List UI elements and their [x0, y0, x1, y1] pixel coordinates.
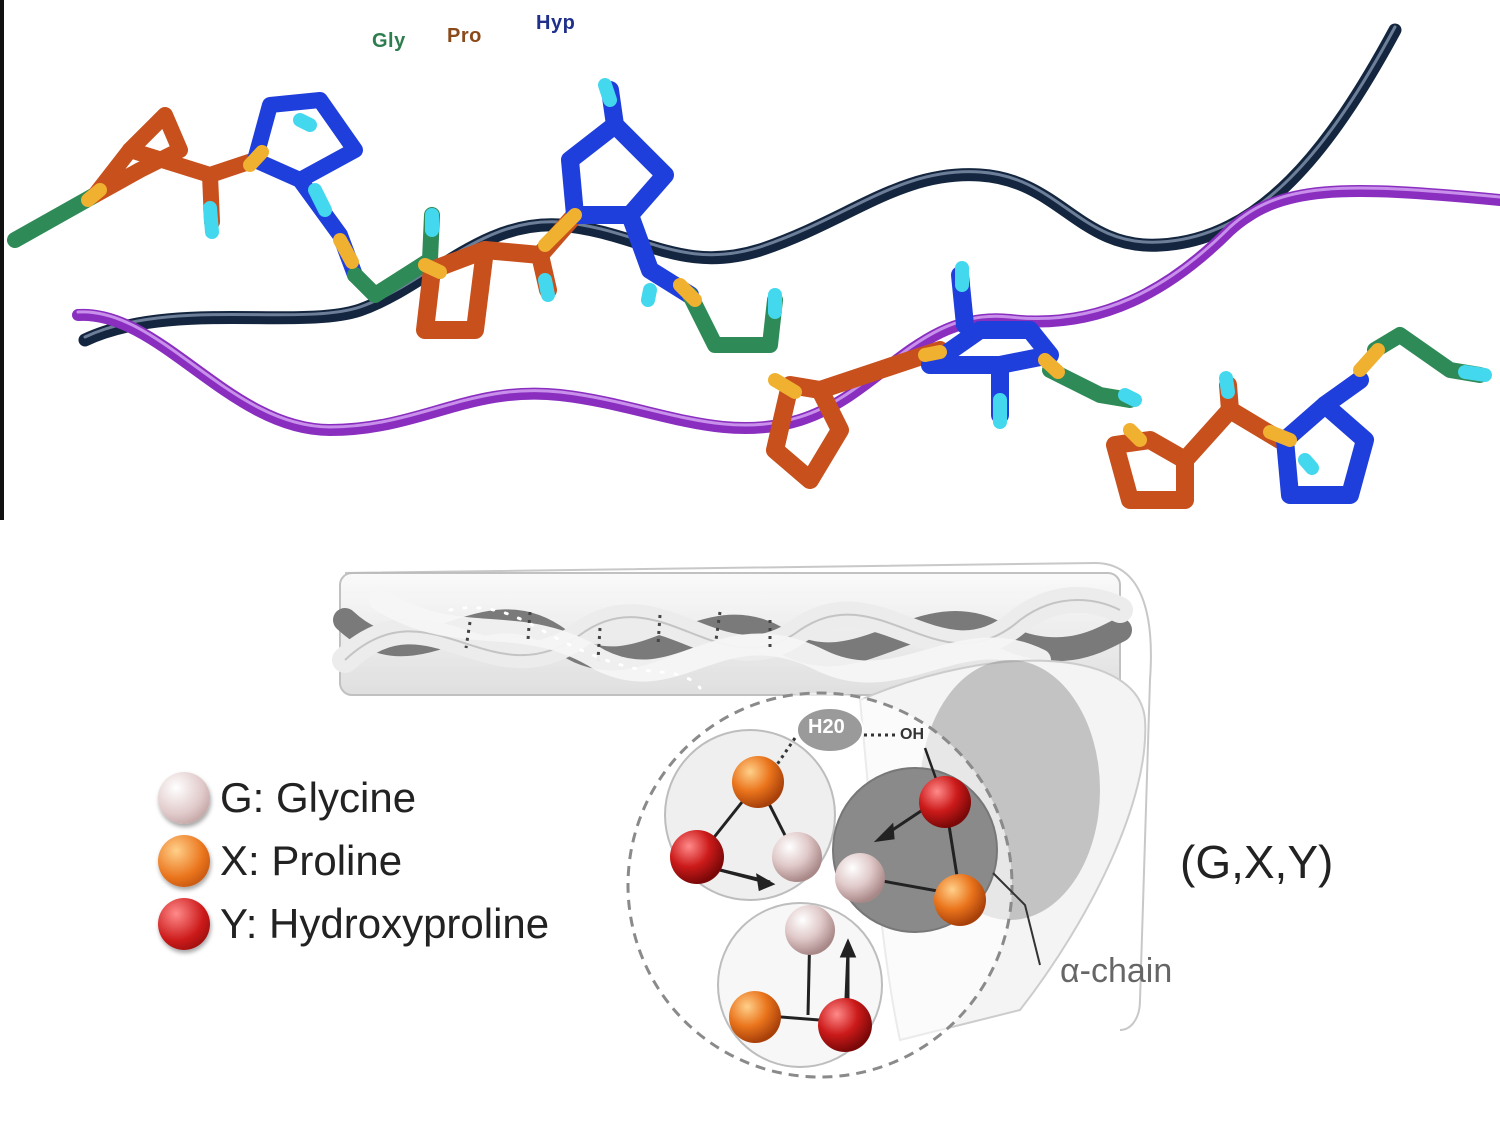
panel-border	[0, 0, 4, 520]
legend-item-hydroxyproline: Y: Hydroxyproline	[158, 892, 549, 955]
legend: G: Glycine X: Proline Y: Hydroxyproline	[158, 766, 549, 955]
repeat-motif-label: (G,X,Y)	[1180, 836, 1334, 888]
glycine-ball-icon	[158, 771, 210, 824]
proline-ball-icon	[158, 834, 210, 887]
chain-navy	[78, 23, 1402, 347]
glycine-residue	[682, 287, 783, 353]
proline-residue	[87, 107, 263, 230]
proline-label: Pro	[447, 25, 482, 47]
legend-label: Y: Hydroxyproline	[220, 899, 550, 947]
glycine-atom	[772, 832, 822, 882]
peptide-stick-model	[7, 78, 1492, 509]
cross-section	[626, 691, 1041, 1079]
hydroxyproline-atom	[670, 830, 724, 884]
glycine-atom	[785, 905, 835, 955]
hydroxyl-label: OH	[900, 726, 924, 743]
hydroxyproline-ball-icon	[158, 897, 210, 950]
glycine-atom	[835, 853, 885, 903]
hydroxyproline-atom	[919, 776, 971, 828]
hydroxyproline-residue	[921, 266, 1059, 424]
chain-purple	[72, 185, 1500, 437]
legend-label: X: Proline	[220, 836, 403, 884]
legend-label: G: Glycine	[220, 773, 417, 821]
water-label: H20	[808, 716, 845, 738]
legend-item-proline: X: Proline	[158, 829, 549, 892]
legend-item-glycine: G: Glycine	[158, 766, 549, 829]
hydroxyproline-atom	[818, 998, 872, 1052]
water-molecule	[796, 707, 864, 753]
hydrogen-atoms	[203, 78, 1492, 475]
hydroxyproline-label: Hyp	[536, 12, 576, 34]
hydroxyproline-residue	[1276, 371, 1374, 504]
proline-atom	[732, 756, 784, 808]
alpha-chain-label: α-chain	[1060, 952, 1173, 990]
glycine-label: Gly	[372, 30, 406, 52]
glycine-residue	[347, 207, 440, 303]
proline-atom	[934, 874, 986, 926]
beaded-chain	[448, 606, 702, 690]
peptide-junctions	[81, 145, 1385, 447]
hydroxyproline-residue	[561, 81, 699, 304]
proline-atom	[729, 991, 781, 1043]
